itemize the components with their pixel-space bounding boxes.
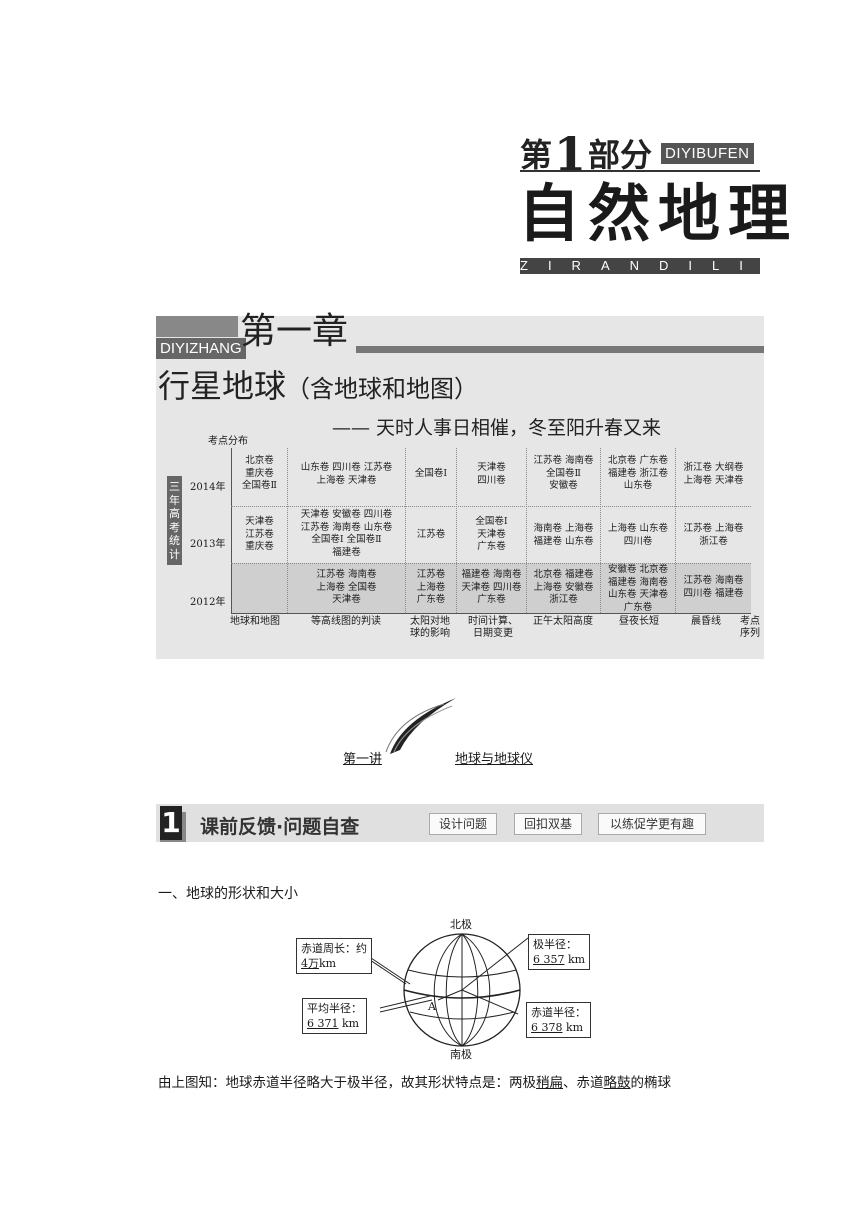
conclusion-part-1: 由上图知：地球赤道半径略大于极半径，故其形状特点是：两极 bbox=[158, 1075, 536, 1091]
stats-cell: 全国卷Ⅰ 天津卷 广东卷 bbox=[475, 516, 508, 552]
lecture-title: 地球与地球仪 bbox=[455, 752, 534, 767]
stats-cell: 安徽卷 北京卷 福建卷 海南卷 山东卷 天津卷 广东卷 bbox=[607, 564, 669, 613]
mean-radius-unit: km bbox=[342, 1017, 360, 1030]
part-title: 自然地理 bbox=[518, 177, 799, 250]
part-rule bbox=[520, 170, 760, 172]
chapter-tag-shade bbox=[156, 316, 238, 337]
chapter-title: 第一章 bbox=[240, 311, 349, 352]
globe-diagram bbox=[363, 933, 529, 1047]
stats-row-2012-shade bbox=[231, 563, 751, 613]
stats-cell: 福建卷 海南卷 天津卷 四川卷 广东卷 bbox=[461, 569, 522, 605]
stats-cell: 江苏卷 上海卷 浙江卷 bbox=[683, 523, 744, 547]
stats-cell: 全国卷Ⅰ bbox=[414, 468, 448, 479]
topic-label: 时间计算、 日期变更 bbox=[468, 616, 518, 639]
grid-hline bbox=[231, 506, 751, 507]
part-pinyin-tag: DIYIBUFEN bbox=[661, 143, 754, 164]
chapter-subtitle-paren: （含地球和地图） bbox=[286, 375, 479, 403]
section-button-practice[interactable]: 以练促学更有趣 bbox=[598, 813, 706, 835]
stats-cell: 浙江卷 大纲卷 上海卷 天津卷 bbox=[683, 462, 744, 486]
grid-vline bbox=[287, 448, 288, 613]
part-heading: 第 1 部分 bbox=[520, 126, 653, 181]
eq-radius-value: 6 378 bbox=[531, 1021, 563, 1034]
eq-radius-label: 赤道半径： bbox=[531, 1006, 586, 1019]
stats-cell: 江苏卷 海南卷 上海卷 全国卷 天津卷 bbox=[316, 569, 377, 605]
mean-radius-value: 6 371 bbox=[307, 1017, 339, 1030]
stats-y-axis bbox=[231, 448, 232, 613]
conclusion-part-3: 的椭球 bbox=[630, 1075, 672, 1091]
stats-cell: 天津卷 四川卷 bbox=[477, 462, 506, 486]
stats-x-axis bbox=[231, 613, 751, 614]
chapter-rule bbox=[356, 346, 764, 353]
year-label: 2014年 bbox=[190, 482, 226, 493]
part-suffix: 部分 bbox=[588, 136, 653, 174]
part-number: 1 bbox=[554, 127, 587, 181]
part-prefix: 第 bbox=[520, 136, 553, 174]
label-equatorial-radius: 赤道半径： 6 378 km bbox=[526, 1002, 591, 1038]
stats-table: 考点分布 三年高考统计 2014年 2013年 2012年 北京卷 重庆卷 全国… bbox=[156, 432, 764, 659]
stats-corner-label: 考点分布 bbox=[208, 436, 248, 447]
globe-north-label: 北极 bbox=[450, 918, 472, 931]
topic-label: 昼夜长短 bbox=[619, 616, 659, 627]
grid-vline bbox=[600, 448, 601, 613]
topic-label: 晨昏线 bbox=[691, 616, 721, 627]
section-number: 1 bbox=[160, 806, 182, 840]
grid-vline bbox=[405, 448, 406, 613]
mean-radius-label: 平均半径： bbox=[307, 1002, 362, 1015]
topic-label: 考点 序列 bbox=[740, 616, 760, 639]
polar-radius-unit: km bbox=[568, 953, 586, 966]
topic-label: 地球和地图 bbox=[230, 616, 280, 627]
chapter-pinyin-tag: DIYIZHANG bbox=[156, 338, 246, 359]
chapter-subtitle-main: 行星地球 bbox=[158, 367, 287, 405]
section-button-review[interactable]: 回扣双基 bbox=[514, 813, 582, 835]
conclusion-blank-1: 稍扁 bbox=[536, 1075, 563, 1091]
eq-radius-unit: km bbox=[566, 1021, 584, 1034]
stats-cell: 天津卷 江苏卷 重庆卷 bbox=[245, 516, 274, 552]
stats-cell: 上海卷 山东卷 四川卷 bbox=[607, 523, 669, 547]
topic-heading: 一、地球的形状和大小 bbox=[158, 886, 298, 902]
stats-cell: 北京卷 广东卷 福建卷 浙江卷 山东卷 bbox=[607, 455, 669, 491]
grid-vline bbox=[675, 448, 676, 613]
stats-side-tag: 三年高考统计 bbox=[167, 476, 182, 565]
label-equator-circumference: 赤道周长：约 4万km bbox=[296, 938, 372, 974]
grid-vline bbox=[526, 448, 527, 613]
topic-label: 正午太阳高度 bbox=[533, 616, 593, 627]
stats-cell: 江苏卷 上海卷 广东卷 bbox=[416, 569, 446, 605]
stats-cell: 北京卷 重庆卷 全国卷Ⅱ bbox=[242, 455, 277, 491]
equator-circ-unit: km bbox=[319, 957, 337, 970]
label-mean-radius: 平均半径： 6 371 km bbox=[302, 998, 367, 1034]
stats-cell: 江苏卷 bbox=[416, 529, 446, 540]
stats-cell: 江苏卷 海南卷 全国卷Ⅱ 安徽卷 bbox=[533, 455, 594, 491]
stats-cell: 江苏卷 海南卷 四川卷 福建卷 bbox=[683, 575, 744, 599]
grid-vline bbox=[456, 448, 457, 613]
topic-label: 等高线图的判读 bbox=[311, 616, 381, 627]
conclusion-part-2: 、赤道 bbox=[563, 1075, 604, 1091]
chapter-motto: —— 天时人事日相催，冬至阳升春又来 bbox=[332, 417, 662, 439]
year-label: 2012年 bbox=[190, 597, 226, 608]
lecture-number: 第一讲 bbox=[343, 752, 383, 767]
globe-point-a: A bbox=[428, 1000, 436, 1013]
stats-cell: 海南卷 上海卷 福建卷 山东卷 bbox=[533, 523, 594, 547]
section-button-design[interactable]: 设计问题 bbox=[429, 813, 497, 835]
part-title-pinyin: ZIRANDILI bbox=[520, 258, 763, 274]
topic-label: 太阳对地 球的影响 bbox=[410, 616, 450, 639]
section-title: 课前反馈·问题自查 bbox=[200, 816, 360, 838]
grid-hline bbox=[231, 563, 751, 564]
equator-circ-label: 赤道周长：约 bbox=[301, 942, 367, 955]
swoosh-icon bbox=[385, 698, 456, 754]
polar-radius-label: 极半径： bbox=[533, 938, 577, 951]
polar-radius-value: 6 357 bbox=[533, 953, 565, 966]
globe-south-label: 南极 bbox=[450, 1048, 472, 1061]
conclusion-blank-2: 略鼓 bbox=[603, 1075, 631, 1091]
year-label: 2013年 bbox=[190, 539, 226, 550]
stats-cell: 北京卷 福建卷 上海卷 安徽卷 浙江卷 bbox=[533, 569, 594, 605]
chapter-subtitle: 行星地球（含地球和地图） bbox=[158, 364, 478, 411]
label-polar-radius: 极半径： 6 357 km bbox=[528, 934, 591, 970]
conclusion-text: 由上图知：地球赤道半径略大于极半径，故其形状特点是：两极稍扁、赤道略鼓的椭球 bbox=[158, 1071, 671, 1091]
stats-cell: 山东卷 四川卷 江苏卷 上海卷 天津卷 bbox=[300, 462, 393, 486]
equator-circ-value: 4万 bbox=[301, 957, 319, 970]
stats-cell: 天津卷 安徽卷 四川卷 江苏卷 海南卷 山东卷 全国卷Ⅰ 全国卷Ⅱ 福建卷 bbox=[300, 509, 393, 558]
chapter-banner: DIYIZHANG 第一章 行星地球（含地球和地图） —— 天时人事日相催，冬至… bbox=[156, 311, 764, 659]
